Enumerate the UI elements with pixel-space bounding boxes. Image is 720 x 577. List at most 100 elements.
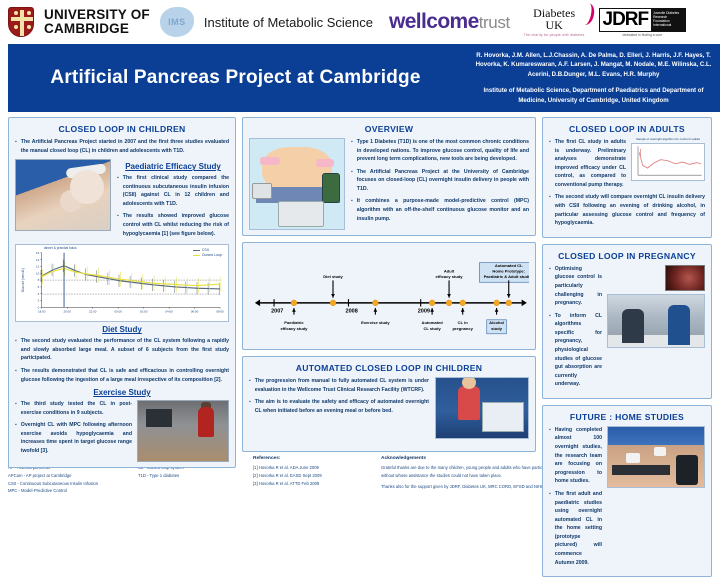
bullet-item: ▪ The second study will compare overnigh… <box>549 193 705 227</box>
panel-closed-loop-pregnancy: CLOSED LOOP IN PREGNANCY ▪ Optimising gl… <box>542 243 712 399</box>
svg-text:2008: 2008 <box>346 308 358 314</box>
glossary-item: MPC - Model-Predictive Control <box>8 488 67 494</box>
bullet-text: To inform CL algorithms specific for pre… <box>554 312 602 388</box>
bullet-marker: ▪ <box>15 367 17 374</box>
bullet-item: ▪ The results demonstrated that CL is sa… <box>15 367 229 384</box>
bullet-text: The first adult and paediatric studies u… <box>554 490 602 566</box>
bullet-text: The third study tested the CL in post-ex… <box>20 401 132 416</box>
panel-closed-loop-adults: CLOSED LOOP IN ADULTS ▪ The first CL stu… <box>542 117 712 238</box>
bullet-item: ▪ The first clinical study compared the … <box>117 174 229 208</box>
bullet-marker: ▪ <box>15 422 17 429</box>
bullet-marker: ▪ <box>549 426 551 433</box>
reference-item: [2] Hovorka R et al. EASD Sept 2009 <box>253 472 322 478</box>
bullet-item: ▪ The results showed improved glucose co… <box>117 212 229 238</box>
svg-text:CL study: CL study <box>423 326 441 331</box>
bullet-marker: ▪ <box>549 265 551 272</box>
panel-future-home-studies: FUTURE : HOME STUDIES ▪ Having completed… <box>542 404 712 577</box>
bullet-text: The aim is to evaluate the safety and ef… <box>254 399 429 414</box>
svg-text:8: 8 <box>38 278 40 282</box>
svg-text:16: 16 <box>36 251 40 255</box>
svg-text:Paediatric: Paediatric <box>284 320 304 325</box>
references-heading: References: <box>253 456 281 461</box>
acknowledgements-paragraph: Grateful thanks are due to the many chil… <box>381 465 698 478</box>
home-prototype-photo <box>607 425 705 488</box>
bullet-marker: ▪ <box>351 139 353 145</box>
bullet-marker: ▪ <box>117 175 119 182</box>
svg-text:Diet study: Diet study <box>323 274 343 279</box>
reference-item: [1] Hovorka R et al. ADA June 2009 <box>253 465 319 470</box>
glossary-column-1: AP - Artificial pancreas APCam - AP proj… <box>8 464 138 495</box>
bullet-text: The Artificial Pancreas Project started … <box>20 139 229 154</box>
bullet-text: Optimising glucose control is particular… <box>554 265 602 307</box>
column-right: CLOSED LOOP IN ADULTS ▪ The first CL stu… <box>542 117 712 577</box>
chart-caption: Sample of overnight algorithm CL control… <box>636 137 700 141</box>
bullet-item: ▪ Type 1 Diabetes (T1D) is one of the mo… <box>351 138 529 164</box>
bullet-text: The Artificial Pancreas Project at the U… <box>356 168 529 192</box>
svg-text:22:00: 22:00 <box>89 310 97 314</box>
svg-text:04:00: 04:00 <box>165 310 173 314</box>
page-title: Artificial Pancreas Project at Cambridge <box>8 44 463 112</box>
ultrasound-scan <box>665 264 705 291</box>
bullet-text: The results demonstrated that CL is safe… <box>20 367 229 383</box>
paediatric-study-photo <box>15 159 111 232</box>
bullet-item: ▪ To inform CL algorithms specific for p… <box>549 312 602 389</box>
panel-automated-closed-loop-children: AUTOMATED CLOSED LOOP IN CHILDREN ▪ The … <box>242 356 536 452</box>
svg-text:2009: 2009 <box>418 308 430 314</box>
legend-entry: Closed Loop <box>192 253 222 258</box>
poster-body: CLOSED LOOP IN CHILDREN ▪ The Artificial… <box>0 112 720 577</box>
bullet-marker: ▪ <box>351 168 353 175</box>
svg-text:14: 14 <box>36 258 40 262</box>
bullet-marker: ▪ <box>549 490 551 497</box>
adult-cl-chart-svg <box>637 146 702 176</box>
diabetes-uk-logo: Diabetes UK The charity for people with … <box>524 1 596 38</box>
reference-item: [3] Hovorka R et al. ATTD Feb 2009 <box>253 480 320 486</box>
child-study-photo <box>435 377 529 439</box>
legend-entry: CSII <box>192 248 222 253</box>
panel-closed-loop-children: CLOSED LOOP IN CHILDREN ▪ The Artificial… <box>8 117 236 469</box>
panel-heading: FUTURE : HOME STUDIES <box>569 411 685 422</box>
bullet-text: The second study will compare overnight … <box>554 194 705 227</box>
bullet-item: ▪ Having completed almost 100 overnight … <box>549 426 602 486</box>
pregnancy-study-photo <box>607 293 705 348</box>
panel-overview: OVERVIEW ▪ Type 1 Diabetes (T1D) is one … <box>242 117 536 236</box>
bullet-text: The first CL study in adults is underway… <box>554 139 626 188</box>
acknowledgements-paragraph: Thanks also for the support given by JDR… <box>381 483 622 489</box>
svg-text:efficacy study: efficacy study <box>280 326 308 331</box>
glossary-item: CSII - Continuous Subcutaneous Insulin I… <box>8 480 99 486</box>
bullet-text: Overnight CL with MPC following afternoo… <box>20 422 132 454</box>
bullet-marker: ▪ <box>117 213 119 220</box>
artificial-pancreas-diagram <box>249 138 345 230</box>
svg-text:2007: 2007 <box>271 308 283 314</box>
chart-annotation: dinner & prandial bolus <box>44 246 77 251</box>
glossary-column-2: CL - Closed-loop system T1D - Type 1 dia… <box>138 464 184 495</box>
title-band: Artificial Pancreas Project at Cambridge… <box>0 44 720 112</box>
subheading-paediatric-efficacy: Paediatric Efficacy Study <box>125 162 221 172</box>
panel-heading: CLOSED LOOP IN CHILDREN <box>58 124 186 134</box>
panel-heading: OVERVIEW <box>364 124 414 134</box>
acknowledgements-section: Acknowledgements Grateful thanks are due… <box>381 456 712 495</box>
svg-text:10: 10 <box>36 272 40 276</box>
bullet-item: ▪ The aim is to evaluate the safety and … <box>249 398 429 415</box>
bullet-marker: ▪ <box>15 401 17 408</box>
svg-text:study: study <box>491 326 503 331</box>
logo-bar: UNIVERSITY OF CAMBRIDGE IMS Institute of… <box>0 0 720 44</box>
bullet-text: The progression from manual to fully aut… <box>254 378 429 393</box>
svg-text:0: 0 <box>38 306 40 310</box>
bullet-marker: ▪ <box>549 194 551 201</box>
bullet-item: ▪ The first CL study in adults is underw… <box>549 138 626 189</box>
bullet-item: ▪ The second study evaluated the perform… <box>15 337 229 363</box>
diabetes-uk-swoosh-icon <box>577 1 596 26</box>
bullet-item: ▪ Overnight CL with MPC following aftern… <box>15 421 132 455</box>
svg-text:Glucose (mmol/L): Glucose (mmol/L) <box>21 268 25 292</box>
panel-heading: CLOSED LOOP IN PREGNANCY <box>558 250 696 261</box>
svg-text:18:00: 18:00 <box>38 310 46 314</box>
svg-text:4: 4 <box>38 292 40 296</box>
bullet-text: The first clinical study compared the co… <box>122 175 229 207</box>
exercise-study-photo <box>137 400 229 463</box>
svg-text:Home Prototype:: Home Prototype: <box>492 269 525 274</box>
glossary-item: T1D - Type 1 diabetes <box>138 472 180 478</box>
bullet-item: ▪ It combines a purpose-made model-predi… <box>351 197 529 223</box>
